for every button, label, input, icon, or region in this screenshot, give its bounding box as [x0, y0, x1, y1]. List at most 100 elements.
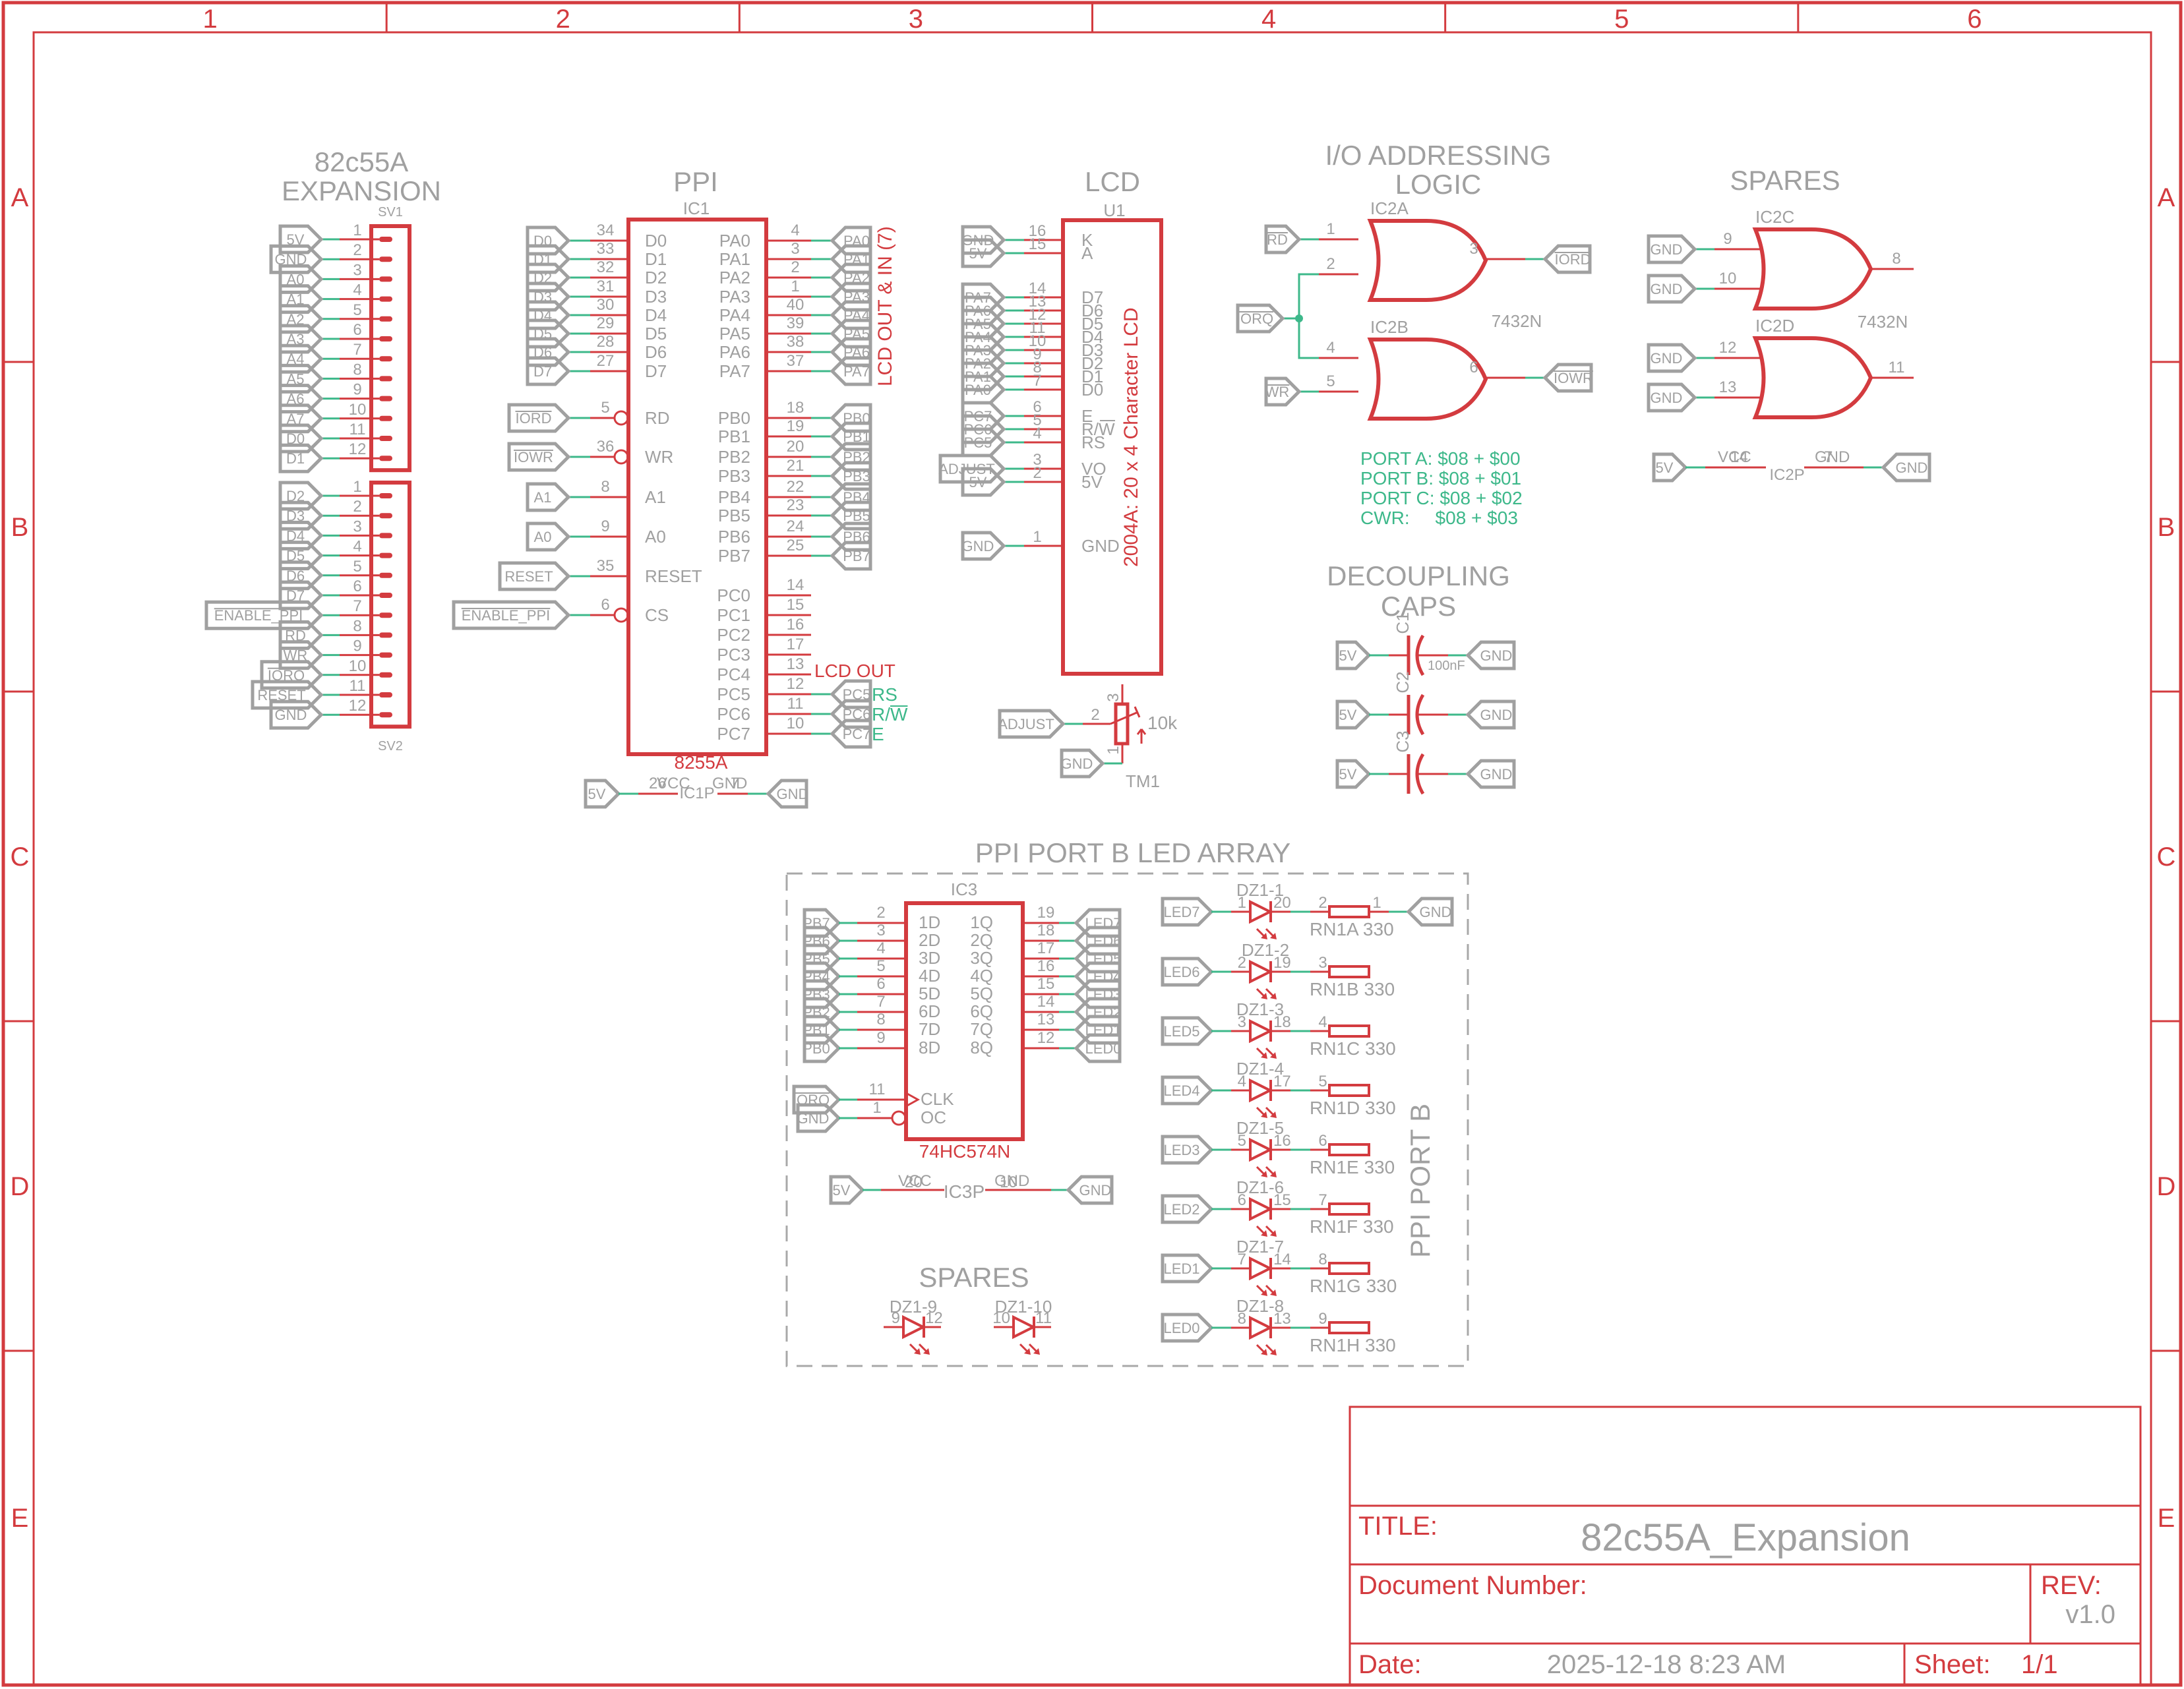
ic1-value: 8255A	[675, 752, 728, 773]
pin-number: 10	[349, 401, 367, 419]
pin-number: 2	[1238, 954, 1246, 972]
net-label-d0: D0	[526, 225, 571, 256]
pin-name: 8Q	[970, 1038, 993, 1057]
net-label-text: A1	[534, 489, 552, 506]
net-label-shape	[961, 427, 1006, 458]
net-label-pa3: PA3	[830, 282, 872, 312]
pin-number: 12	[925, 1309, 943, 1327]
pin-number: 4	[1318, 1013, 1327, 1031]
pin-name: PA1	[719, 249, 750, 269]
net-label-a7: A7	[278, 403, 324, 434]
net-label-shape	[830, 541, 872, 571]
inversion-bubble	[613, 449, 629, 465]
pin-name: GND	[1815, 448, 1850, 466]
net-label-text: D7	[533, 363, 552, 380]
expansion-title-2: EXPANSION	[282, 175, 441, 206]
net-label-shape	[1074, 997, 1122, 1027]
net-label-shape	[584, 779, 621, 809]
pin-number: 2	[1091, 706, 1099, 724]
row-label: C	[2157, 843, 2176, 872]
pin-number: 18	[1273, 1013, 1291, 1031]
net-label-text: PC7	[843, 726, 871, 742]
led-ref: DZ1-2	[1242, 940, 1289, 960]
net-label-shape	[1161, 1135, 1214, 1165]
resistor-body	[1328, 1321, 1370, 1334]
pin-number: 9	[601, 518, 609, 535]
u1-value: 2004A: 20 x 4 Character LCD	[1120, 307, 1142, 567]
resistor-body	[1328, 1024, 1370, 1038]
pin-number: 40	[787, 296, 804, 314]
row-label: A	[2158, 183, 2175, 212]
pin-name: WR	[645, 447, 673, 467]
rev-label: REV:	[2041, 1571, 2102, 1600]
pin-name: CLK	[921, 1089, 954, 1109]
pin-pad	[379, 593, 392, 598]
pin-number: 6	[353, 578, 361, 595]
net-label-shape	[1161, 1075, 1214, 1106]
net-label-shape	[961, 467, 1006, 497]
pin-number: 16	[1029, 222, 1046, 240]
gate-ref: IC2B	[1370, 317, 1409, 337]
pin-name: D1	[1081, 367, 1103, 386]
pin-number: 13	[787, 655, 804, 673]
pin-pad	[379, 493, 392, 498]
pin-pad	[379, 376, 392, 382]
pin-number: 7	[1318, 1191, 1327, 1209]
net-label-d5: D5	[526, 318, 571, 349]
pin-number: 27	[597, 352, 615, 370]
net-label-shape	[526, 262, 571, 293]
led-array-title: PPI PORT B LED ARRAY	[975, 837, 1291, 868]
pin-number: 3	[1318, 954, 1327, 972]
net-label-a1: A1	[526, 482, 571, 512]
net-label-text: LED4	[1163, 1082, 1199, 1099]
pin-number: 11	[1035, 1309, 1052, 1327]
net-label-text: 5V	[833, 1182, 851, 1199]
net-label-gnd: GND	[1406, 897, 1454, 927]
net-label-text: D1	[286, 450, 305, 467]
pin-pad	[379, 572, 392, 578]
gate-ref: IC2A	[1370, 198, 1409, 218]
light-arrow-head	[1270, 1289, 1277, 1296]
pin-number: 25	[787, 537, 804, 554]
pin-number: 3	[1469, 240, 1478, 258]
pin-pad	[379, 513, 392, 519]
pin-name: 7Q	[970, 1019, 993, 1039]
net-label-gnd: GND	[1647, 234, 1697, 264]
adjust-arrow-head	[1136, 728, 1143, 735]
net-label-text: PB3	[843, 468, 870, 485]
document-number-label: Document Number:	[1358, 1571, 1587, 1600]
net-label-gnd: GND	[1066, 1175, 1114, 1205]
net-label-text: GND	[1480, 707, 1513, 723]
net-label-shape	[792, 1084, 841, 1115]
net-label-d6: D6	[278, 560, 324, 591]
sheet-value: 1/1	[2021, 1650, 2058, 1679]
sv1-body	[369, 224, 411, 473]
net-label-shape	[938, 454, 1006, 484]
ic3-ref: IC3	[951, 879, 977, 899]
u1-body	[1061, 218, 1163, 676]
pin-number: 2	[876, 904, 885, 922]
net-label-text: GND	[1896, 459, 1928, 476]
net-label-shape	[1264, 224, 1302, 254]
net-label-pa0: PA0	[961, 374, 1006, 405]
ppi-title: PPI	[673, 166, 718, 197]
pin-number: 5	[353, 558, 361, 576]
net-label-5v: 5V	[1335, 640, 1372, 670]
pin-name: PC5	[717, 684, 750, 704]
pin-number: 10	[1029, 332, 1046, 350]
net-label-iorq: IORQ	[1236, 303, 1285, 334]
net-label-text: GND	[1651, 241, 1683, 258]
spares-gates-title: SPARES	[1730, 165, 1840, 196]
net-label-shape	[766, 779, 808, 809]
pin-pad	[379, 356, 392, 362]
net-label-led7: LED7	[1161, 897, 1214, 927]
light-arrow-head	[914, 1348, 921, 1355]
pin-number: 12	[1719, 339, 1737, 357]
resistor-body	[1328, 1143, 1370, 1156]
net-label-gnd: GND	[1647, 343, 1697, 373]
pin-name: PC0	[717, 585, 750, 605]
pin-number: 1	[1372, 894, 1381, 912]
pin-number: 11	[349, 421, 366, 438]
pin-number: 9	[1033, 345, 1041, 363]
